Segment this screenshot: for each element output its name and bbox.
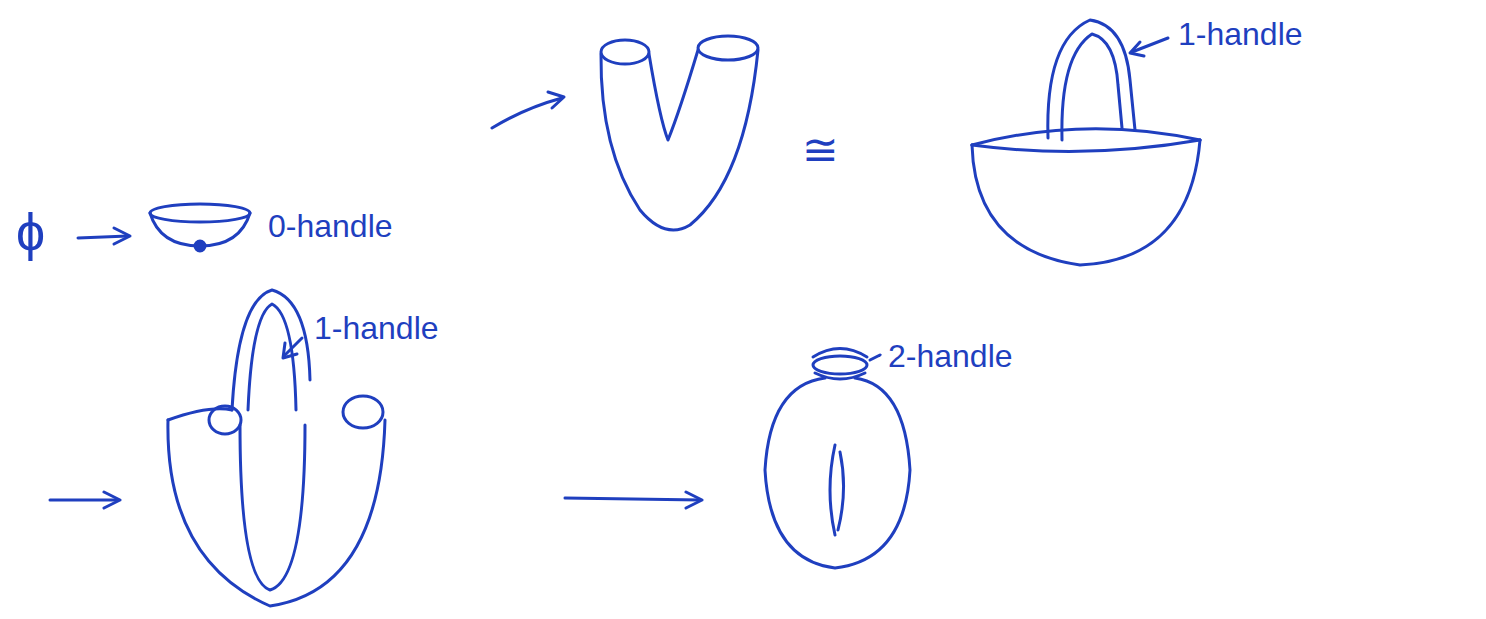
handle-label: 1-handle xyxy=(1176,18,1305,50)
arrow xyxy=(565,492,702,508)
arrow xyxy=(50,492,120,508)
handle-label: 2-handle xyxy=(886,340,1015,372)
handle-label: 1-handle xyxy=(312,312,441,344)
handle-label: 0-handle xyxy=(266,210,395,242)
bowl-with-handle xyxy=(972,20,1200,265)
empty-set-symbol: ϕ xyxy=(14,206,47,258)
pants-surface xyxy=(601,36,758,230)
torus-with-two-handle xyxy=(765,349,910,569)
homeomorphism-symbol: ≅ xyxy=(800,128,841,172)
zero-handle-bowl xyxy=(150,204,250,251)
arrow xyxy=(492,92,564,128)
arrow xyxy=(78,228,130,244)
